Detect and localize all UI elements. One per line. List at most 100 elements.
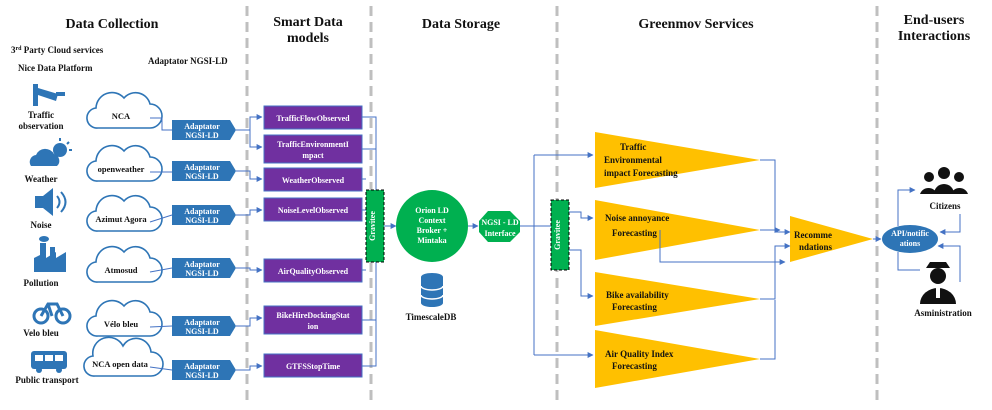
- service-bike: [595, 272, 760, 326]
- service-label: impact Forecasting: [604, 168, 678, 178]
- ngsi-label: Interface: [484, 229, 516, 238]
- recommendations-label: ndations: [799, 242, 833, 252]
- adaptor-label: Adaptator: [184, 260, 220, 269]
- service-noise: [595, 200, 760, 260]
- service-label: Forecasting: [612, 302, 657, 312]
- gravitee-label-1: Gravitee: [368, 211, 377, 241]
- model-bike: [263, 305, 363, 335]
- orion-context-broker: [396, 190, 468, 262]
- service-label: Air Quality Index: [605, 349, 674, 359]
- source-label-traffic-2: observation: [19, 121, 64, 131]
- bicycle-icon: [32, 302, 72, 325]
- model-label: BikeHireDockingStat: [276, 311, 350, 320]
- adaptor-noise: [172, 205, 236, 225]
- model-traffic-env: [263, 134, 363, 164]
- ngsi-ld-interface: [479, 211, 520, 242]
- adaptor-label: NGSI-LD: [185, 172, 219, 181]
- service-label: Noise annoyance: [605, 213, 669, 223]
- service-air-quality: [595, 330, 760, 388]
- adaptor-label: Adaptator: [184, 122, 220, 131]
- source-label-pollution: Pollution: [23, 278, 58, 288]
- orion-label: Orion LD: [415, 206, 449, 215]
- model-label: NoiseLevelObserved: [278, 206, 349, 215]
- cloud-label-velo: Vélo bleu: [104, 319, 139, 329]
- adaptor-label: NGSI-LD: [185, 216, 219, 225]
- model-label: GTFSStopTime: [286, 362, 341, 371]
- cloud-openweather: [86, 144, 163, 182]
- cloud-label-nca: NCA: [112, 111, 131, 121]
- model-label: TrafficEnvironmentI: [277, 140, 349, 149]
- adaptor-label: NGSI-LD: [185, 131, 219, 140]
- heading-data-collection: Data Collection: [66, 17, 159, 32]
- service-label: Forecasting: [612, 361, 657, 371]
- adaptor-label: NGSI-LD: [185, 327, 219, 336]
- adaptor-label: Adaptator: [184, 362, 220, 371]
- service-traffic-impact: [595, 132, 760, 188]
- model-label: AirQualityObserved: [278, 267, 349, 276]
- citizens-icon: [920, 167, 968, 194]
- adaptor-label: NGSI-LD: [185, 269, 219, 278]
- subheader-adaptor: Adaptator NGSI-LD: [148, 56, 228, 66]
- traffic-camera-icon: [33, 84, 65, 106]
- api-notifications: [882, 225, 938, 253]
- gravitee-gateway-2: [550, 199, 570, 271]
- gravitee-label-2: Gravitee: [553, 220, 562, 250]
- model-label: WeatherObserved: [282, 176, 345, 185]
- speaker-icon: [35, 188, 67, 216]
- source-label-weather: Weather: [25, 174, 58, 184]
- adaptor-weather: [172, 161, 236, 181]
- model-label: TrafficFlowObserved: [276, 114, 350, 123]
- orion-label: Broker +: [417, 226, 448, 235]
- timescaledb-label: TimescaleDB: [406, 312, 457, 322]
- ngsi-label: NGSI - LD: [481, 218, 519, 227]
- adaptor-label: Adaptator: [184, 163, 220, 172]
- service-label: Forecasting: [612, 228, 657, 238]
- heading-services: Greenmov Services: [638, 17, 754, 32]
- heading-end-users-2: Interactions: [898, 29, 971, 44]
- api-label: API/notific: [891, 229, 929, 238]
- weather-icon: [29, 138, 72, 166]
- service-label: Bike availability: [606, 290, 669, 300]
- administration-icon: [920, 262, 956, 304]
- source-label-traffic-1: Traffic: [28, 110, 54, 120]
- adaptor-pollution: [172, 258, 236, 278]
- api-label: ations: [900, 239, 920, 248]
- model-label: mpact: [302, 151, 324, 160]
- cloud-velo: [86, 299, 163, 337]
- orion-label: Context: [418, 216, 445, 225]
- factory-icon: [34, 236, 66, 272]
- model-label: ion: [308, 322, 319, 331]
- timescaledb-icon: [420, 273, 444, 307]
- adaptor-transport: [172, 360, 236, 380]
- heading-end-users-1: End-users: [904, 13, 965, 28]
- cloud-nca: [86, 91, 163, 129]
- cloud-label-azimut: Azimut Agora: [95, 214, 147, 224]
- heading-data-storage: Data Storage: [422, 17, 500, 32]
- bus-icon: [31, 351, 67, 373]
- subheader-third-party: 3rd Party Cloud services: [11, 45, 104, 55]
- heading-smart-models-2: models: [287, 31, 330, 46]
- gravitee-gateway-1: [365, 189, 385, 263]
- service-label: Traffic: [620, 142, 646, 152]
- adaptor-label: Adaptator: [184, 318, 220, 327]
- source-label-noise: Noise: [31, 220, 52, 230]
- adaptor-label: NGSI-LD: [185, 371, 219, 380]
- subheader-platform: Nice Data Platform: [18, 63, 93, 73]
- service-label: Environmental: [604, 155, 662, 165]
- source-label-velo: Velo bleu: [23, 328, 58, 338]
- recommendations-label: Recomme: [794, 230, 832, 240]
- recommendations: [790, 216, 873, 262]
- cloud-nca-open: [83, 336, 164, 377]
- cloud-azimut: [86, 194, 163, 232]
- cloud-label-openweather: openweather: [98, 164, 145, 174]
- cloud-label-atmosud: Atmosud: [104, 265, 137, 275]
- citizens-label: Citizens: [930, 201, 961, 211]
- orion-label: Mintaka: [417, 236, 446, 245]
- cloud-label-nca-open: NCA open data: [92, 359, 148, 369]
- administration-label: Asministration: [914, 308, 972, 318]
- adaptor-velo: [172, 316, 236, 336]
- cloud-atmosud: [86, 245, 163, 283]
- heading-smart-models-1: Smart Data: [273, 15, 343, 30]
- adaptor-traffic: [172, 120, 236, 140]
